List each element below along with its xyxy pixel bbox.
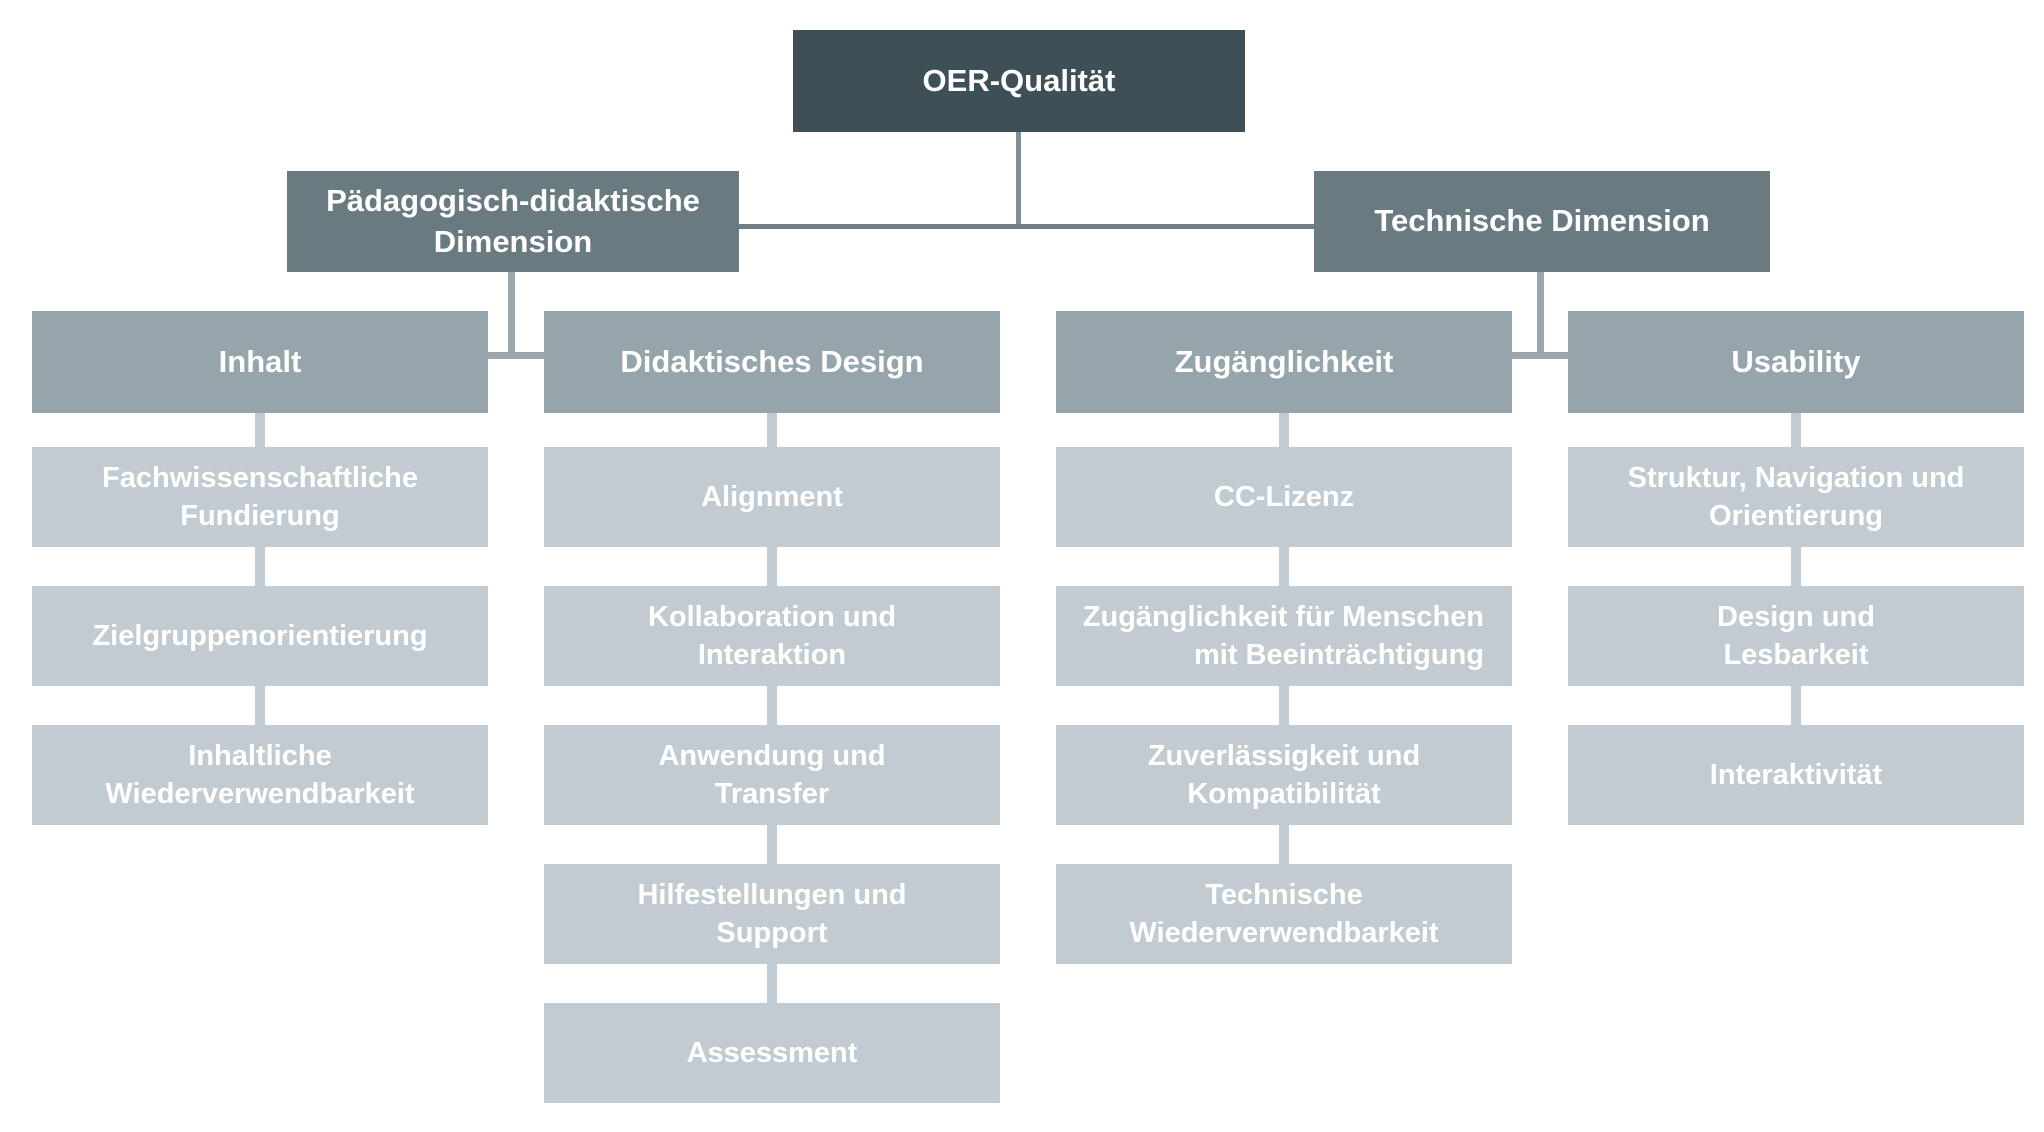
item-assessment: Assessment <box>544 1003 1000 1103</box>
connector-col2-gap5 <box>767 964 777 1003</box>
connector-dim1-vertical <box>508 272 515 359</box>
root-node-oer-qualitaet: OER-Qualität <box>793 30 1245 132</box>
column-header-inhalt: Inhalt <box>32 311 488 413</box>
connector-col2-gap3 <box>767 686 777 725</box>
item-cc-lizenz: CC-Lizenz <box>1056 447 1512 547</box>
connector-col1-gap3 <box>255 686 265 725</box>
connector-col1-gap2 <box>255 547 265 586</box>
item-zielgruppenorientierung: Zielgruppenorientierung <box>32 586 488 686</box>
connector-col4-gap1 <box>1791 413 1801 447</box>
connector-col3-gap1 <box>1279 413 1289 447</box>
connector-col4-gap3 <box>1791 686 1801 725</box>
item-fachwissenschaftliche-fundierung: Fachwissenschaftliche Fundierung <box>32 447 488 547</box>
column-header-zugaenglichkeit: Zugänglichkeit <box>1056 311 1512 413</box>
item-hilfestellungen-und-support: Hilfestellungen und Support <box>544 864 1000 964</box>
item-anwendung-und-transfer: Anwendung und Transfer <box>544 725 1000 825</box>
connector-col4-gap2 <box>1791 547 1801 586</box>
connector-col1-gap1 <box>255 413 265 447</box>
item-kollaboration-und-interaktion: Kollaboration und Interaktion <box>544 586 1000 686</box>
item-alignment: Alignment <box>544 447 1000 547</box>
item-technische-wiederverwendbarkeit: Technische Wiederverwendbarkeit <box>1056 864 1512 964</box>
item-inhaltliche-wiederverwendbarkeit: Inhaltliche Wiederverwendbarkeit <box>32 725 488 825</box>
item-design-und-lesbarkeit: Design und Lesbarkeit <box>1568 586 2024 686</box>
dimension-node-technisch: Technische Dimension <box>1314 171 1770 272</box>
connector-dim1-stub-horizontal <box>488 352 544 359</box>
item-zuverlaessigkeit-und-kompatibilitaet: Zuverlässigkeit und Kompatibilität <box>1056 725 1512 825</box>
item-zugaenglichkeit-fuer-menschen-mit-beeintraechtigung: Zugänglichkeit für Menschen mit Beeinträ… <box>1056 586 1512 686</box>
connector-col3-gap2 <box>1279 547 1289 586</box>
column-header-usability: Usability <box>1568 311 2024 413</box>
item-interaktivitaet: Interaktivität <box>1568 725 2024 825</box>
item-struktur-navigation-und-orientierung: Struktur, Navigation und Orientierung <box>1568 447 2024 547</box>
column-header-didaktisches-design: Didaktisches Design <box>544 311 1000 413</box>
connector-root-vertical <box>1016 132 1021 229</box>
connector-col3-gap3 <box>1279 686 1289 725</box>
dimension-node-paedagogisch-didaktisch: Pädagogisch-didaktische Dimension <box>287 171 739 272</box>
connector-dim2-vertical <box>1537 272 1544 359</box>
connector-dim2-stub-horizontal <box>1512 352 1568 359</box>
connector-col2-gap2 <box>767 547 777 586</box>
connector-col2-gap4 <box>767 825 777 864</box>
connector-col2-gap1 <box>767 413 777 447</box>
connector-dimensions-horizontal <box>739 224 1314 229</box>
connector-col3-gap4 <box>1279 825 1289 864</box>
